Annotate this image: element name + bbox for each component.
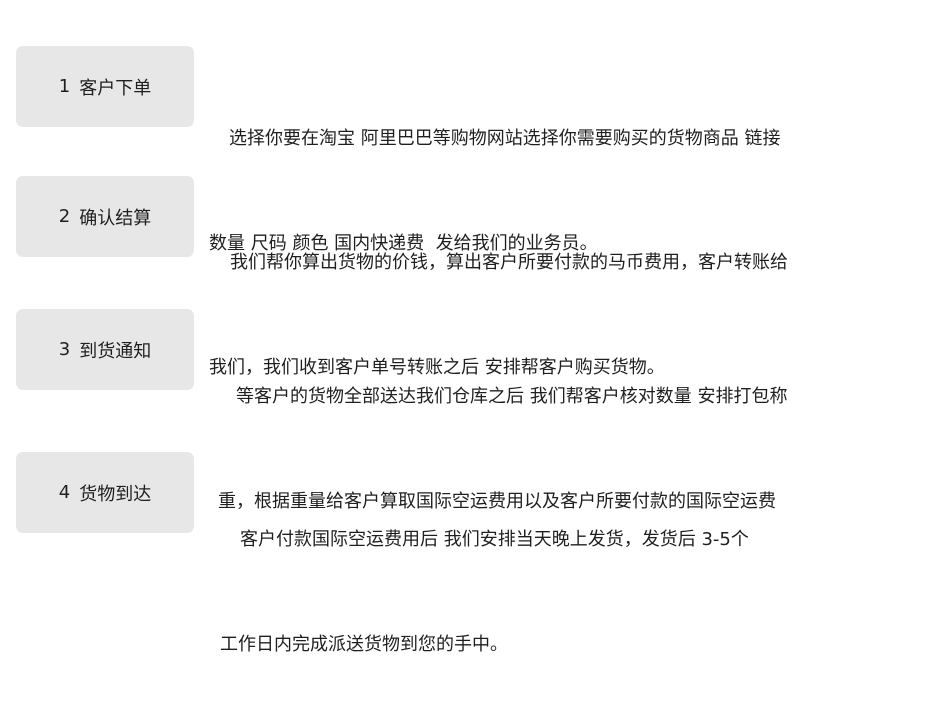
step-number: 4 — [58, 482, 71, 503]
step-2-badge: 2 确认结算 — [16, 176, 194, 257]
step-4-badge: 4 货物到达 — [16, 452, 194, 533]
step-3-description: 等客户的货物全部送达我们仓库之后 我们帮客户核对数量 安排打包称 重，根据重量给… — [218, 309, 787, 554]
description-line: 重，根据重量给客户算取国际空运费用以及客户所要付款的国际空运费 — [218, 491, 776, 512]
description-line: 我们帮你算出货物的价钱，算出客户所要付款的马币费用，客户转账给 — [230, 252, 788, 273]
description-line: 选择你要在淘宝 阿里巴巴等购物网站选择你需要购买的货物商品 链接 — [229, 128, 781, 149]
step-number: 3 — [58, 339, 71, 360]
description-line: 等客户的货物全部送达我们仓库之后 我们帮客户核对数量 安排打包称 — [236, 386, 788, 407]
step-title: 确认结算 — [79, 207, 152, 229]
step-title: 到货通知 — [79, 340, 152, 362]
step-number: 2 — [58, 206, 71, 227]
step-4-description: 客户付款国际空运费用后 我们安排当天晚上发货，发货后 3-5个 工作日内完成派送… — [220, 452, 749, 697]
description-line: 客户付款国际空运费用后 我们安排当天晚上发货，发货后 3-5个 — [240, 529, 749, 550]
description-line: 工作日内完成派送货物到您的手中。 — [220, 634, 508, 655]
step-3-badge: 3 到货通知 — [16, 309, 194, 390]
description-line: 数量 尺码 颜色 国内快递费 发给我们的业务员。 — [209, 233, 598, 254]
step-1-badge: 1 客户下单 — [16, 46, 194, 127]
description-line: 我们，我们收到客户单号转账之后 安排帮客户购买货物。 — [209, 357, 665, 378]
step-number: 1 — [58, 76, 71, 97]
step-1-description: 选择你要在淘宝 阿里巴巴等购物网站选择你需要购买的货物商品 链接 数量 尺码 颜… — [209, 51, 780, 296]
step-title: 货物到达 — [79, 483, 152, 505]
step-title: 客户下单 — [79, 77, 152, 99]
step-2-description: 我们帮你算出货物的价钱，算出客户所要付款的马币费用，客户转账给 我们，我们收到客… — [209, 175, 788, 420]
